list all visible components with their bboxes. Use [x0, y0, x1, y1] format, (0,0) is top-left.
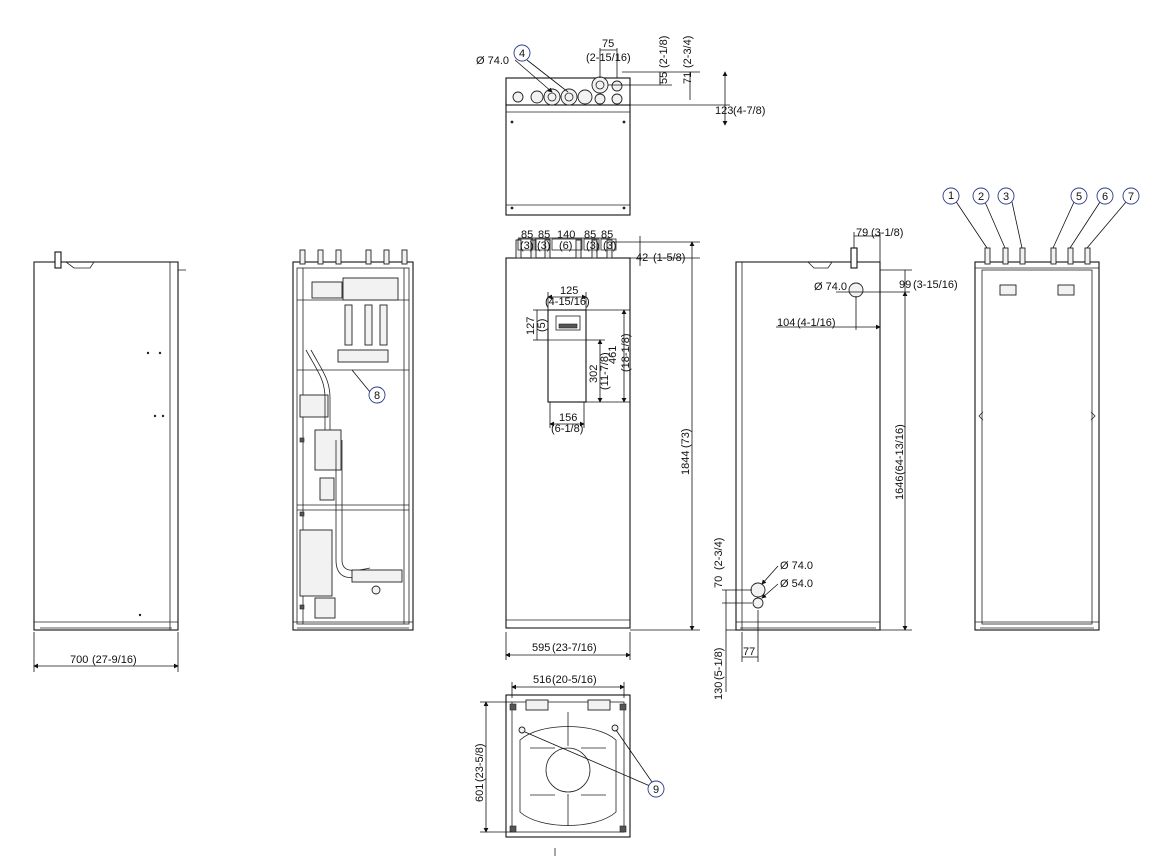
callout-1-label: 1: [948, 190, 954, 202]
dim-71-inch: (2-3/4): [682, 36, 694, 68]
dim-42-inch: (1-5/8): [653, 252, 685, 264]
dim-70-inch: (2-3/4): [713, 538, 725, 570]
dim-123-inch: (4-7/8): [733, 105, 765, 117]
dim-99-inch: (3-15/16): [913, 279, 958, 291]
dim-140: 140: [557, 229, 575, 241]
dim-516-inch: (20-5/16): [552, 674, 597, 686]
callout-5-label: 5: [1076, 191, 1082, 203]
dim-1646-inch: (64-13/16): [894, 424, 906, 475]
dim-sub-3-c: (3): [586, 240, 599, 252]
dim-sub-6: (6): [559, 240, 572, 252]
dim-dia-54-bottom: Ø 54.0: [780, 578, 813, 590]
dim-700: 700: [70, 654, 88, 666]
callout-5: [1070, 187, 1088, 205]
dim-75-inch: (2-15/16): [586, 52, 631, 64]
dim-dia-74-top: Ø 74.0: [476, 55, 509, 67]
side-view-left: 700 (27-9/16): [33, 251, 186, 672]
dim-79-inch: (3-1/8): [871, 227, 903, 239]
dim-125-inch: (4-15/16): [545, 296, 590, 308]
front-view: 85 85 140 85 85 (3) (3) (6) (3) (3) 42 (…: [505, 229, 700, 660]
dim-595-inch: (23-7/16): [552, 642, 597, 654]
callout-8-label: 8: [374, 390, 380, 402]
dim-125: 125: [560, 285, 578, 297]
callout-2-label: 2: [978, 191, 984, 203]
dim-130-inch: (5-1/8): [713, 648, 725, 680]
dim-302-inch: (11-7/8): [599, 352, 611, 390]
callout-4-label: 4: [519, 48, 525, 60]
dim-156: 156: [559, 412, 577, 424]
dim-104-inch: (4-1/16): [797, 317, 836, 329]
callout-7: [1122, 187, 1140, 205]
dim-700-inch: (27-9/16): [92, 654, 137, 666]
dim-85-d: 85: [601, 229, 613, 241]
callout-7-label: 7: [1128, 191, 1134, 203]
dim-sub-3-a: (3): [520, 240, 533, 252]
dim-461-inch: (18-1/8): [620, 333, 632, 372]
dim-70: 70: [713, 576, 725, 588]
dim-127: 127: [525, 317, 537, 335]
dim-55-inch: (2-1/8): [658, 36, 670, 68]
dim-sub-3-b: (3): [537, 240, 550, 252]
callout-8: [368, 386, 386, 404]
callout-9: [647, 780, 665, 798]
dim-71: 71: [682, 72, 694, 84]
dim-55: 55: [658, 72, 670, 84]
dim-1646: 1646: [894, 476, 906, 500]
callout-6: [1096, 187, 1114, 205]
dim-79: 79: [856, 227, 868, 239]
dim-127-inch: (5): [536, 319, 548, 332]
rear-view: 1 2 3 5 6 7: [942, 187, 1140, 631]
callout-3: [997, 187, 1015, 205]
callout-9-label: 9: [653, 784, 659, 796]
dim-85-b: 85: [538, 229, 550, 241]
dim-75: 75: [602, 38, 614, 50]
dim-601-inch: (23-5/8): [474, 743, 486, 782]
dim-595: 595: [532, 642, 550, 654]
dim-dia-74-bottom: Ø 74.0: [780, 560, 813, 572]
callout-3-label: 3: [1003, 191, 1009, 203]
dim-601: 601: [474, 784, 486, 802]
dim-156-inch: (6-1/8): [551, 423, 583, 435]
dim-dia-74-right: Ø 74.0: [814, 281, 847, 293]
front-internal-view: 8: [292, 249, 414, 631]
dim-sub-3-d: (3): [603, 240, 616, 252]
dim-85-a: 85: [521, 229, 533, 241]
bottom-view: 516 (20-5/16) 601 (23-5/8) 9: [474, 674, 665, 856]
dim-130: 130: [713, 682, 725, 700]
dim-461: 461: [607, 346, 619, 364]
dim-302: 302: [588, 365, 600, 383]
top-view: Ø 74.0 4 75 (2-15/16) 55 (2-1/8) 71 (2-3…: [476, 36, 765, 216]
dim-1844: 1844: [680, 451, 692, 475]
callout-1: [942, 187, 960, 205]
callout-2: [972, 187, 990, 205]
dim-123: 123: [715, 105, 733, 117]
dim-85-c: 85: [584, 229, 596, 241]
dim-104: 104: [777, 317, 795, 329]
side-view-right: 79 (3-1/8) Ø 74.0 99 (3-15/16) 104 (4-1/…: [713, 227, 958, 700]
dim-99: 99: [899, 279, 911, 291]
callout-4: [513, 44, 531, 62]
dim-42: 42: [636, 252, 648, 264]
dim-516: 516: [533, 674, 551, 686]
dim-1844-inch: (73): [680, 428, 692, 448]
dim-77: 77: [743, 646, 755, 658]
callout-6-label: 6: [1102, 191, 1108, 203]
